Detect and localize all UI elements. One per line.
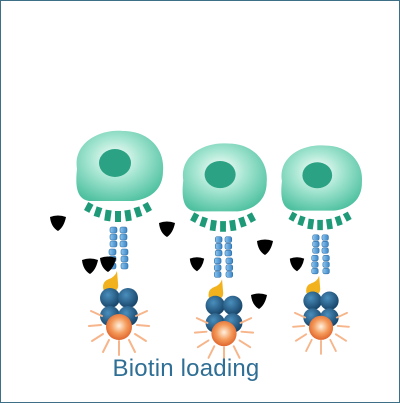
biotin-drop-icon: [82, 258, 98, 274]
figure-caption: Biotin loading: [112, 355, 260, 382]
biotin-drop-icon: [50, 215, 66, 231]
biotin-drop-icon: [289, 257, 305, 272]
complex-2: [181, 142, 268, 362]
complex-1: [75, 129, 165, 356]
biotin-drop-icon: [100, 256, 116, 272]
biotin-drop-icon: [189, 257, 205, 272]
biotin-drop-icon: [159, 221, 175, 237]
biotin-drop-icon: [251, 293, 267, 309]
complex-3: [280, 144, 364, 355]
biotin-drop-icon: [257, 239, 273, 255]
